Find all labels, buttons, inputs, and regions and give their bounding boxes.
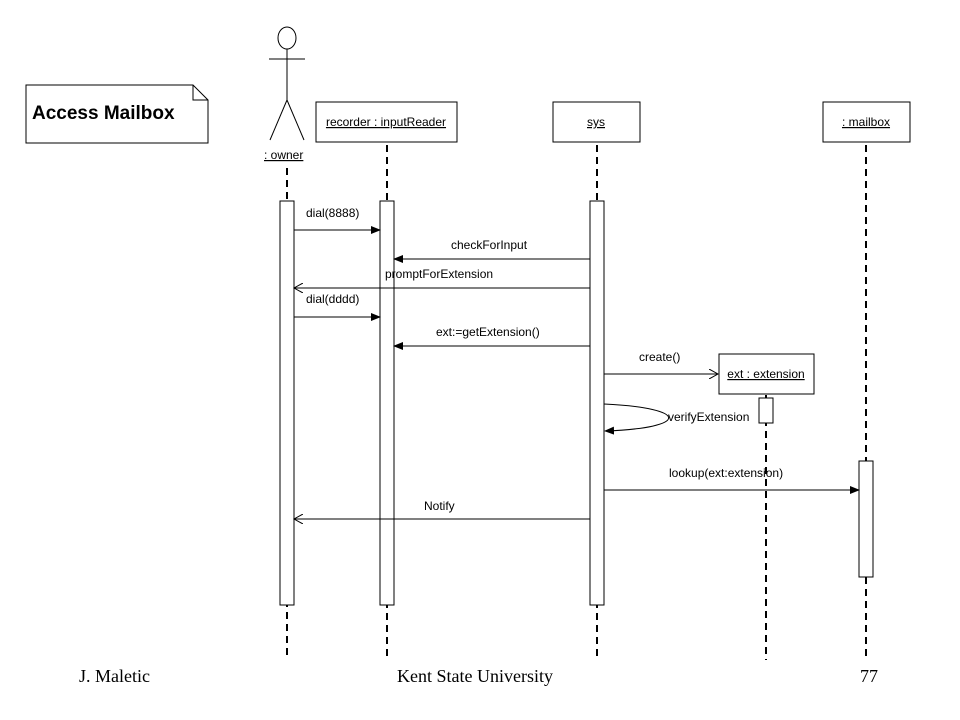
message-dial-dddd-label: dial(dddd) <box>306 292 359 306</box>
activation-recorder <box>379 200 395 606</box>
participant-mailbox: : mailbox <box>822 101 911 143</box>
participant-recorder: recorder : inputReader <box>315 101 458 143</box>
actor-owner <box>269 26 305 141</box>
message-verify-extension-label: verifyExtension <box>668 410 749 424</box>
participant-extension: ext : extension <box>718 353 815 395</box>
message-prompt-for-extension-label: promptForExtension <box>385 267 493 281</box>
participant-owner-label: : owner <box>264 148 303 162</box>
activation-sys <box>589 200 605 606</box>
activation-mailbox <box>858 460 874 578</box>
message-verify-extension-arrow <box>603 403 670 435</box>
diagram-title: Access Mailbox <box>32 103 175 124</box>
participant-mailbox-label: : mailbox <box>842 115 890 129</box>
participant-extension-label: ext : extension <box>727 367 804 381</box>
footer-institution: Kent State University <box>397 666 553 686</box>
activation-extension <box>758 397 774 424</box>
message-lookup-label: lookup(ext:extension) <box>669 466 783 480</box>
participant-sys: sys <box>552 101 641 143</box>
message-check-for-input-label: checkForInput <box>451 238 528 252</box>
message-notify-label: Notify <box>424 499 455 513</box>
message-dial-8888-label: dial(8888) <box>306 206 359 220</box>
footer-author: J. Maletic <box>79 666 150 686</box>
actor-head-icon <box>277 26 297 50</box>
diagram-title-note: Access Mailbox <box>25 84 209 144</box>
activation-owner <box>279 200 295 606</box>
message-get-extension-label: ext:=getExtension() <box>436 325 540 339</box>
message-create-label: create() <box>639 350 680 364</box>
participant-sys-label: sys <box>587 115 605 129</box>
participant-recorder-label: recorder : inputReader <box>326 115 446 129</box>
footer-page-number: 77 <box>860 666 878 686</box>
